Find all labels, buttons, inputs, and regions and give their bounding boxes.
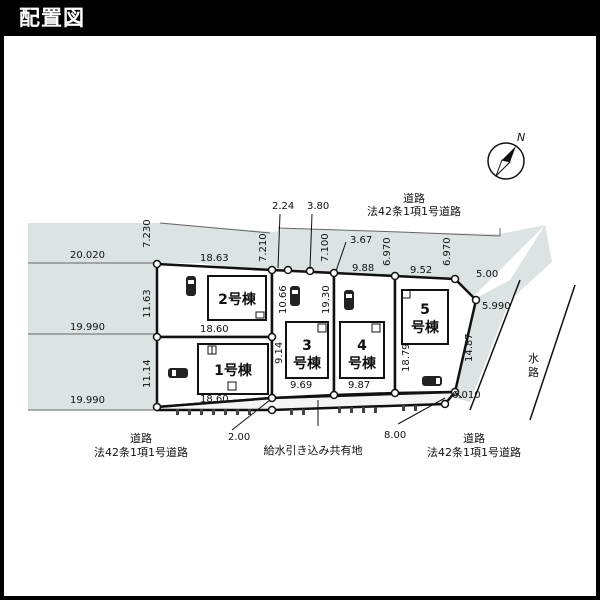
stair-hatches [207, 289, 411, 391]
road-top-line1: 道路 [403, 191, 425, 205]
dim-1860-b: 18.60 [200, 394, 229, 405]
building-4 [339, 321, 385, 379]
dim-1114: 11.14 [142, 359, 153, 388]
dim-5990: 5.990 [482, 301, 511, 312]
neighbor-lot-right [455, 225, 552, 402]
dim-6010: 6.010 [452, 390, 481, 401]
north-arrow: N [487, 131, 525, 180]
dim-500: 5.00 [476, 269, 498, 280]
dim-1879: 18.79 [401, 343, 412, 372]
dim-19990-b: 19.990 [70, 395, 105, 406]
building-4-number: 4 [357, 338, 367, 354]
neighbor-lot-left [28, 223, 160, 410]
dim-1863: 18.63 [200, 253, 229, 264]
building-5 [401, 289, 449, 345]
dim-7100: 7.100 [320, 233, 331, 262]
road-bottom-left-line2: 法42条1項1号道路 [94, 445, 188, 459]
waterway-label-1: 水 [528, 352, 539, 365]
dim-224: 2.24 [272, 201, 294, 212]
waterway-lines [469, 279, 576, 421]
site-plan-drawing: N 道路 法42条1項1号道路 道路 法42条1項1号道路 道路 法42条1項1… [28, 131, 576, 459]
dim-1163: 11.63 [142, 289, 153, 318]
dim-20020: 20.020 [70, 250, 105, 261]
fence-posts [176, 405, 417, 415]
dimension-lines [231, 213, 463, 431]
building-3-label: 号棟 [293, 355, 322, 372]
building-3 [285, 321, 329, 379]
dim-380: 3.80 [307, 201, 329, 212]
building-5-label: 号棟 [411, 319, 440, 336]
dim-987: 9.87 [348, 380, 370, 391]
dim-914: 9.14 [274, 342, 285, 364]
dim-952: 9.52 [410, 265, 432, 276]
road-bottom-left-line1: 道路 [130, 431, 152, 445]
building-2-label: 2号棟 [218, 291, 257, 308]
waterway-label-2: 路 [528, 366, 539, 379]
building-1 [197, 343, 269, 395]
road-bottom-right-line2: 法42条1項1号道路 [427, 445, 521, 459]
dim-988: 9.88 [352, 263, 374, 274]
dim-200: 2.00 [228, 432, 250, 443]
dim-19990-a: 19.990 [70, 322, 105, 333]
common-area-label: 給水引き込み共有地 [264, 443, 363, 457]
dim-367: 3.67 [350, 235, 372, 246]
boundary-markers [152, 259, 481, 415]
dim-1487: 14.87 [464, 333, 475, 362]
building-1-label: 1号棟 [214, 362, 253, 379]
building-5-number: 5 [420, 302, 430, 318]
dim-1930: 19.30 [321, 285, 332, 314]
dim-969: 9.69 [290, 380, 312, 391]
dim-6970-a: 6.970 [382, 237, 393, 266]
dim-7210: 7.210 [258, 233, 269, 262]
dim-6970-b: 6.970 [442, 237, 453, 266]
north-label: N [517, 131, 525, 144]
road-bottom-right-line1: 道路 [463, 431, 485, 445]
building-4-label: 号棟 [348, 355, 377, 372]
neighbor-boundaries [28, 222, 501, 411]
road-top-line2: 法42条1項1号道路 [367, 204, 461, 218]
dim-1066: 10.66 [278, 285, 289, 314]
dim-7230: 7.230 [142, 219, 153, 248]
site-plan: N 道路 法42条1項1号道路 道路 法42条1項1号道路 道路 法42条1項1… [4, 36, 596, 596]
dim-800: 8.00 [384, 430, 406, 441]
page-title: 配置図 [0, 0, 104, 36]
dim-1860-a: 18.60 [200, 324, 229, 335]
building-3-number: 3 [302, 338, 312, 354]
